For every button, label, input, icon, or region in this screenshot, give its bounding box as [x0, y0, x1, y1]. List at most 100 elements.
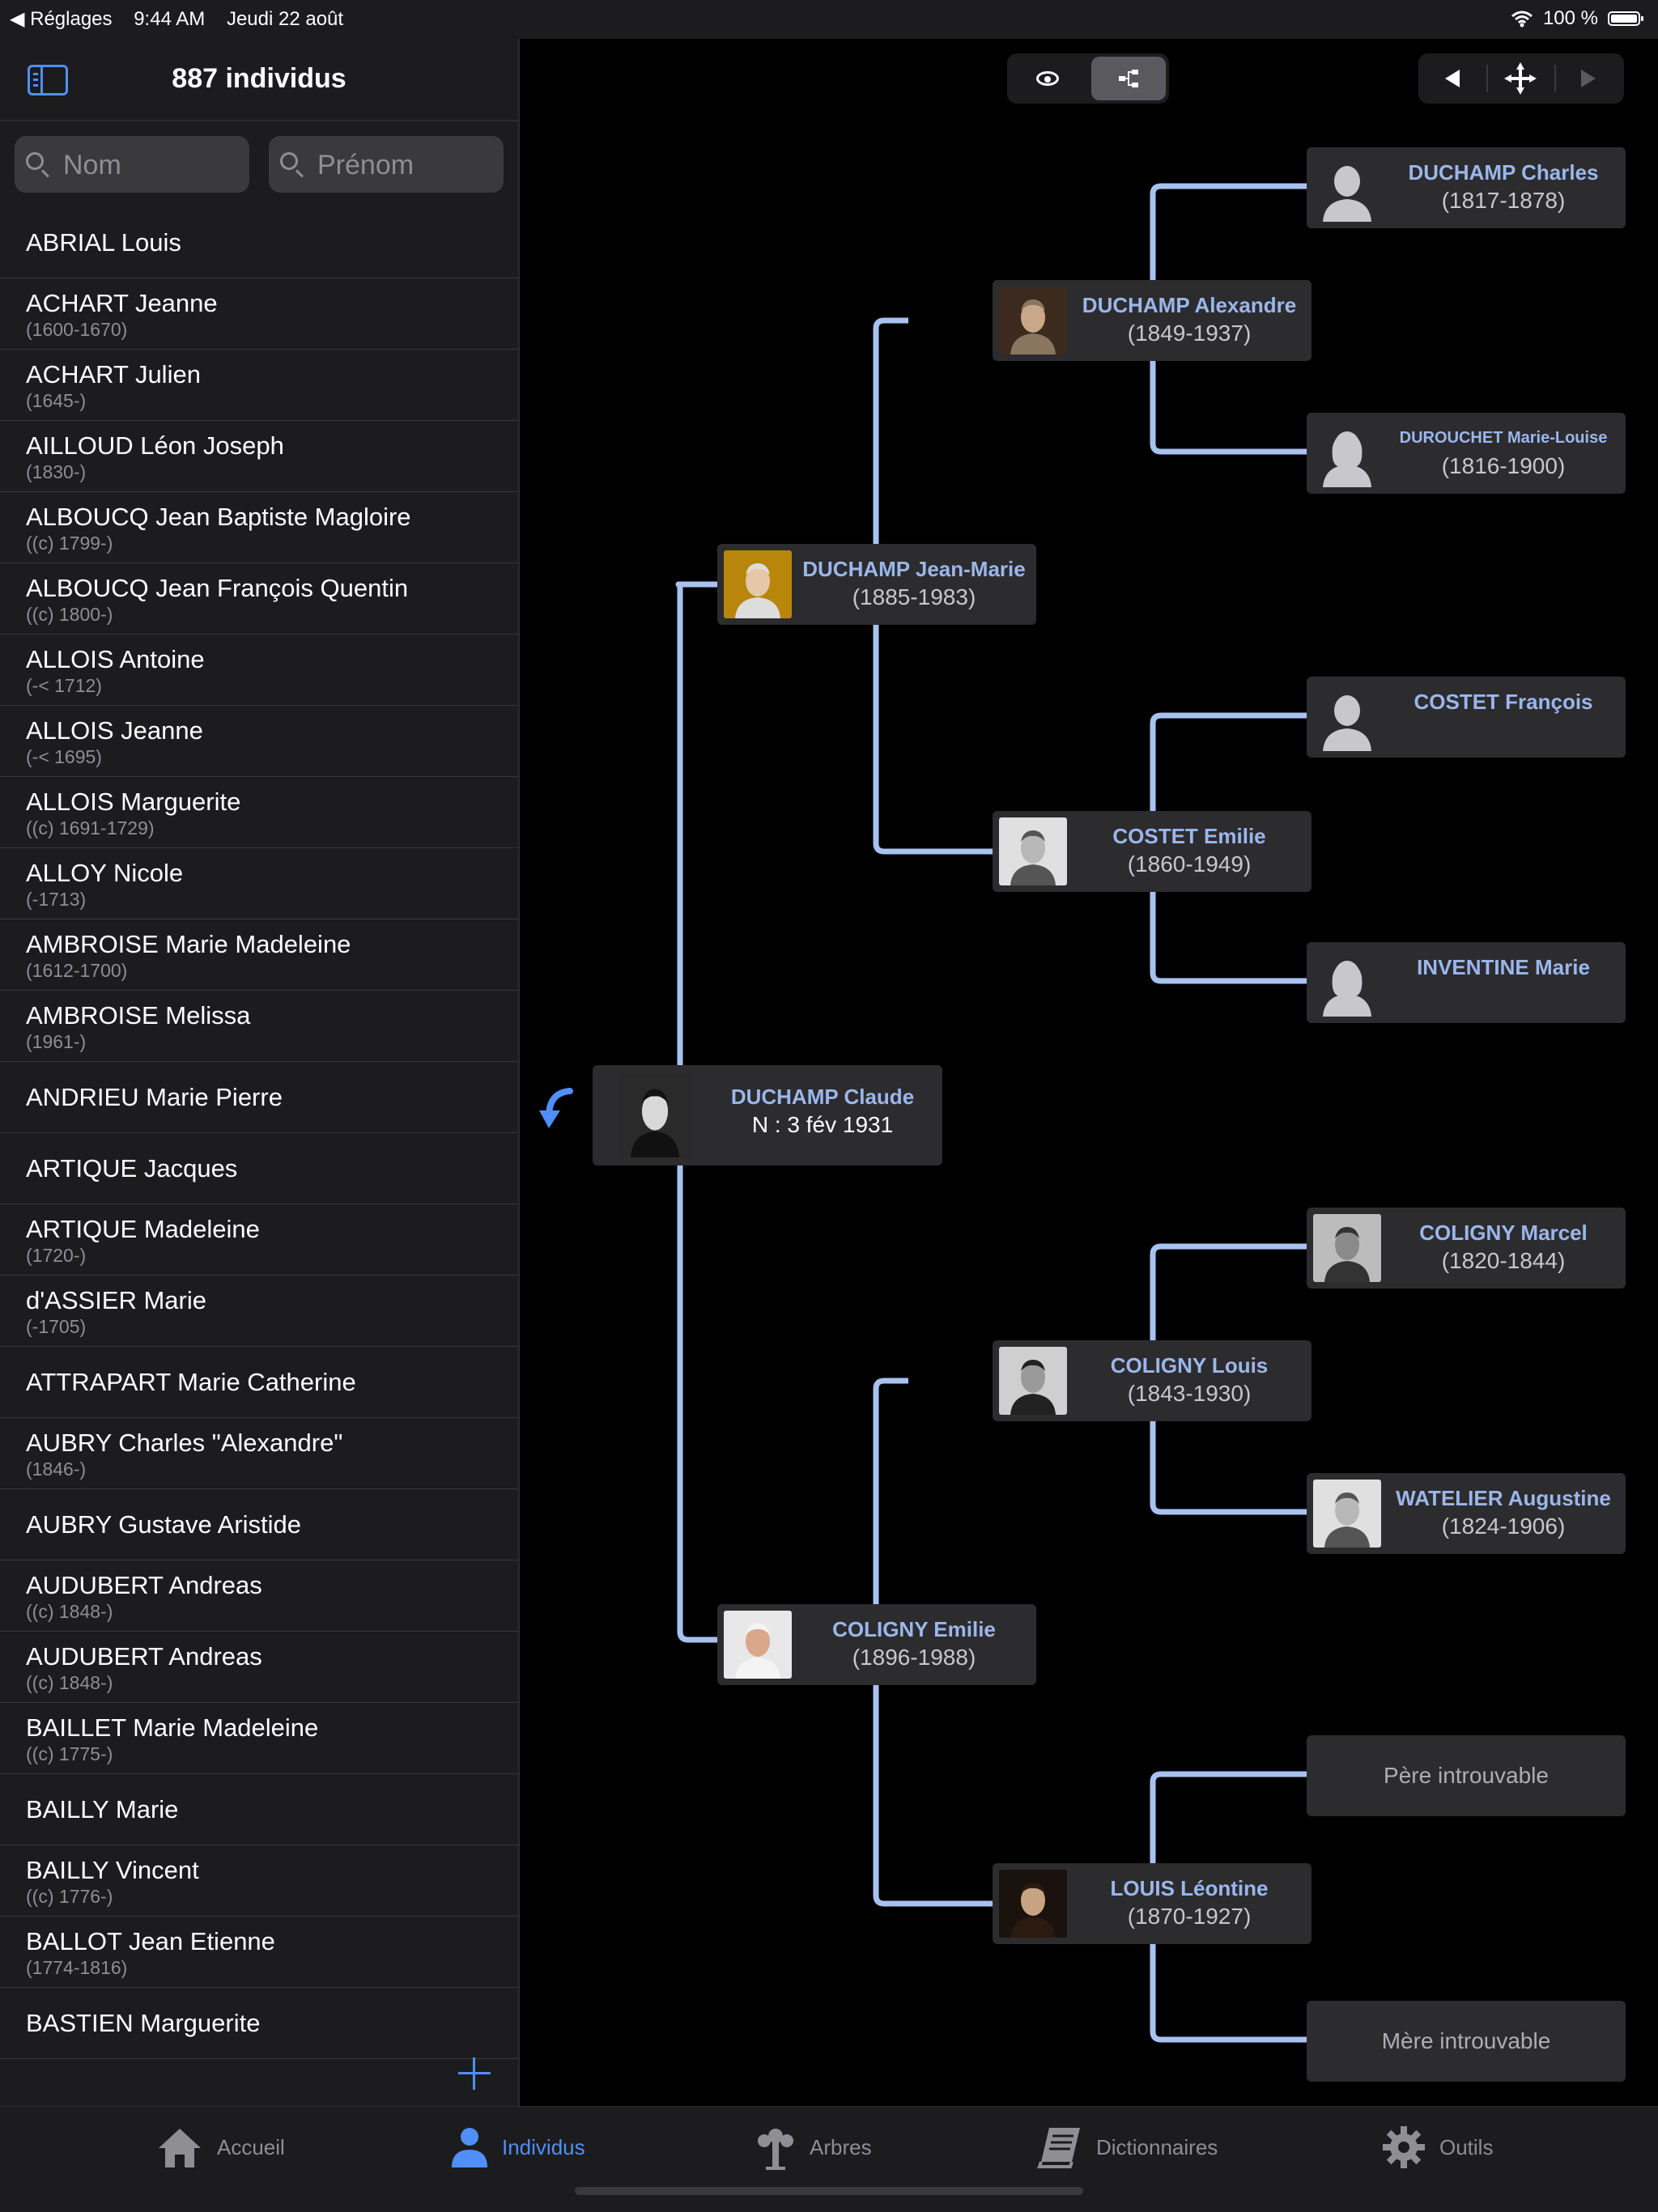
person-card-ggp1[interactable]: DUCHAMP Charles(1817-1878) [1307, 147, 1626, 228]
person-dates: (1600-1670) [26, 318, 128, 340]
list-item[interactable]: AUDUBERT Andreas((c) 1848-) [0, 1560, 518, 1632]
view-mode-eye-button[interactable] [1010, 57, 1085, 100]
first-name-input[interactable] [316, 136, 497, 194]
list-item[interactable]: BASTIEN Marguerite [0, 1988, 518, 2059]
view-mode-segmented-control[interactable] [1007, 53, 1169, 104]
tab-dictionaries[interactable]: Dictionnaires [1036, 2107, 1218, 2188]
last-name-input[interactable] [62, 136, 243, 194]
person-dates: (1830-) [26, 461, 87, 482]
person-card-ggp5[interactable]: COLIGNY Marcel(1820-1844) [1307, 1208, 1626, 1289]
silhouette-female-icon [1313, 949, 1381, 1017]
list-item[interactable]: BAILLY Marie [0, 1774, 518, 1845]
list-item[interactable]: ACHART Jeanne(1600-1670) [0, 278, 518, 350]
tab-tools[interactable]: Outils [1381, 2107, 1493, 2188]
silhouette-female-icon [1313, 419, 1381, 487]
list-item[interactable]: AUBRY Charles "Alexandre"(1846-) [0, 1418, 518, 1489]
list-item[interactable]: ARTIQUE Jacques [0, 1133, 518, 1204]
search-last-name[interactable] [15, 136, 249, 194]
back-to-child-icon[interactable] [538, 1086, 576, 1131]
status-bar: ◀ Réglages 9:44 AM Jeudi 22 août 100 % [0, 0, 1658, 39]
list-item[interactable]: AMBROISE Marie Madeleine(1612-1700) [0, 919, 518, 991]
person-card-mat-grandmother[interactable]: LOUIS Léontine(1870-1927) [993, 1863, 1312, 1944]
person-card-father[interactable]: DUCHAMP Jean-Marie(1885-1983) [717, 544, 1036, 625]
list-item[interactable]: ALBOUCQ Jean Baptiste Magloire((c) 1799-… [0, 492, 518, 563]
sidebar-toggle-icon[interactable] [28, 65, 68, 96]
person-name: BAILLY Marie [26, 1794, 179, 1824]
person-name: ALBOUCQ Jean Baptiste Magloire [26, 502, 411, 531]
tab-trees[interactable]: Arbres [755, 2107, 872, 2188]
search-first-name[interactable] [269, 136, 504, 194]
list-item[interactable]: ATTRAPART Marie Catherine [0, 1347, 518, 1418]
person-name: ARTIQUE Madeleine [26, 1214, 260, 1243]
search-icon [26, 152, 44, 170]
battery-icon [1608, 11, 1643, 26]
list-item[interactable]: d'ASSIER Marie(-1705) [0, 1276, 518, 1347]
tab-label: Accueil [217, 2134, 285, 2159]
list-item[interactable]: ALLOY Nicole(-1713) [0, 848, 518, 919]
person-name: AUBRY Charles "Alexandre" [26, 1428, 343, 1457]
person-card-ggp4[interactable]: INVENTINE Marie [1307, 942, 1626, 1023]
person-dates: (-1705) [26, 1315, 87, 1337]
list-item[interactable]: AILLOUD Léon Joseph(1830-) [0, 421, 518, 492]
list-item[interactable]: ABRIAL Louis [0, 207, 518, 278]
person-name: AILLOUD Léon Joseph [26, 431, 284, 460]
list-item[interactable]: AMBROISE Melissa(1961-) [0, 991, 518, 1062]
portrait-photo [1313, 1214, 1381, 1282]
portrait-photo [724, 1611, 792, 1679]
person-card-name: INVENTINE Marie [1417, 955, 1590, 979]
person-card-name: COSTET François [1414, 690, 1593, 714]
person-card-mat-grandfather[interactable]: COLIGNY Louis(1843-1930) [993, 1340, 1312, 1421]
previous-button[interactable] [1418, 53, 1486, 104]
person-card-unknown-mother[interactable]: Mère introuvable [1307, 2001, 1626, 2082]
list-item[interactable]: ALBOUCQ Jean François Quentin((c) 1800-) [0, 563, 518, 635]
tab-individuals[interactable]: Individus [450, 2107, 585, 2188]
portrait-photo [619, 1073, 691, 1157]
view-mode-tree-button[interactable] [1091, 57, 1166, 100]
person-card-pat-grandfather[interactable]: DUCHAMP Alexandre(1849-1937) [993, 280, 1312, 361]
person-dates: (1612-1700) [26, 959, 128, 981]
list-item[interactable]: AUDUBERT Andreas((c) 1848-) [0, 1632, 518, 1703]
person-card-unknown-father[interactable]: Père introuvable [1307, 1735, 1626, 1816]
status-date: Jeudi 22 août [226, 8, 344, 30]
person-dates: (1774-1816) [26, 1956, 128, 1978]
tab-label: Outils [1439, 2134, 1494, 2159]
portrait-photo [999, 1870, 1067, 1938]
person-name: ALBOUCQ Jean François Quentin [26, 573, 409, 602]
sidebar-header: 887 individus [0, 39, 518, 121]
center-button[interactable] [1486, 53, 1554, 104]
list-item[interactable]: ALLOIS Antoine(-< 1712) [0, 635, 518, 706]
list-item[interactable]: ACHART Julien(1645-) [0, 350, 518, 421]
battery-percent: 100 % [1542, 7, 1598, 29]
list-item[interactable]: ALLOIS Marguerite((c) 1691-1729) [0, 777, 518, 848]
person-card-dates: (1824-1906) [1441, 1514, 1566, 1539]
list-item[interactable]: AUBRY Gustave Aristide [0, 1489, 518, 1560]
person-name: BAILLET Marie Madeleine [26, 1713, 319, 1742]
person-card-name: WATELIER Augustine [1396, 1486, 1611, 1510]
list-item[interactable]: ANDRIEU Marie Pierre [0, 1062, 518, 1133]
person-card-dates: (1885-1983) [852, 584, 976, 609]
person-dates: (1961-) [26, 1030, 87, 1052]
portrait-photo [724, 550, 792, 618]
person-dates: (1846-) [26, 1458, 87, 1480]
person-card-ggp2[interactable]: DUROUCHET Marie-Louise(1816-1900) [1307, 413, 1626, 494]
person-dates: ((c) 1691-1729) [26, 817, 155, 839]
person-card-ggp6[interactable]: WATELIER Augustine (1824-1906) [1307, 1473, 1626, 1554]
person-card-ggp3[interactable]: COSTET François [1307, 677, 1626, 758]
tree-branch-icon [1119, 70, 1138, 87]
list-item[interactable]: ALLOIS Jeanne(-< 1695) [0, 706, 518, 777]
person-card-mother[interactable]: COLIGNY Emilie(1896-1988) [717, 1604, 1036, 1685]
tree-navigation-group [1418, 53, 1624, 104]
add-person-icon[interactable] [457, 2056, 492, 2091]
list-item[interactable]: BAILLY Vincent((c) 1776-) [0, 1845, 518, 1917]
tab-home[interactable]: Accueil [155, 2107, 285, 2188]
next-button[interactable] [1554, 53, 1622, 104]
list-item[interactable]: BAILLET Marie Madeleine((c) 1775-) [0, 1703, 518, 1774]
list-item[interactable]: BALLOT Jean Etienne(1774-1816) [0, 1917, 518, 1988]
back-to-settings[interactable]: ◀ Réglages [10, 8, 113, 30]
person-card-pat-grandmother[interactable]: COSTET Emilie(1860-1949) [993, 811, 1312, 892]
silhouette-male-icon [1313, 683, 1381, 751]
list-item[interactable]: ARTIQUE Madeleine(1720-) [0, 1204, 518, 1276]
